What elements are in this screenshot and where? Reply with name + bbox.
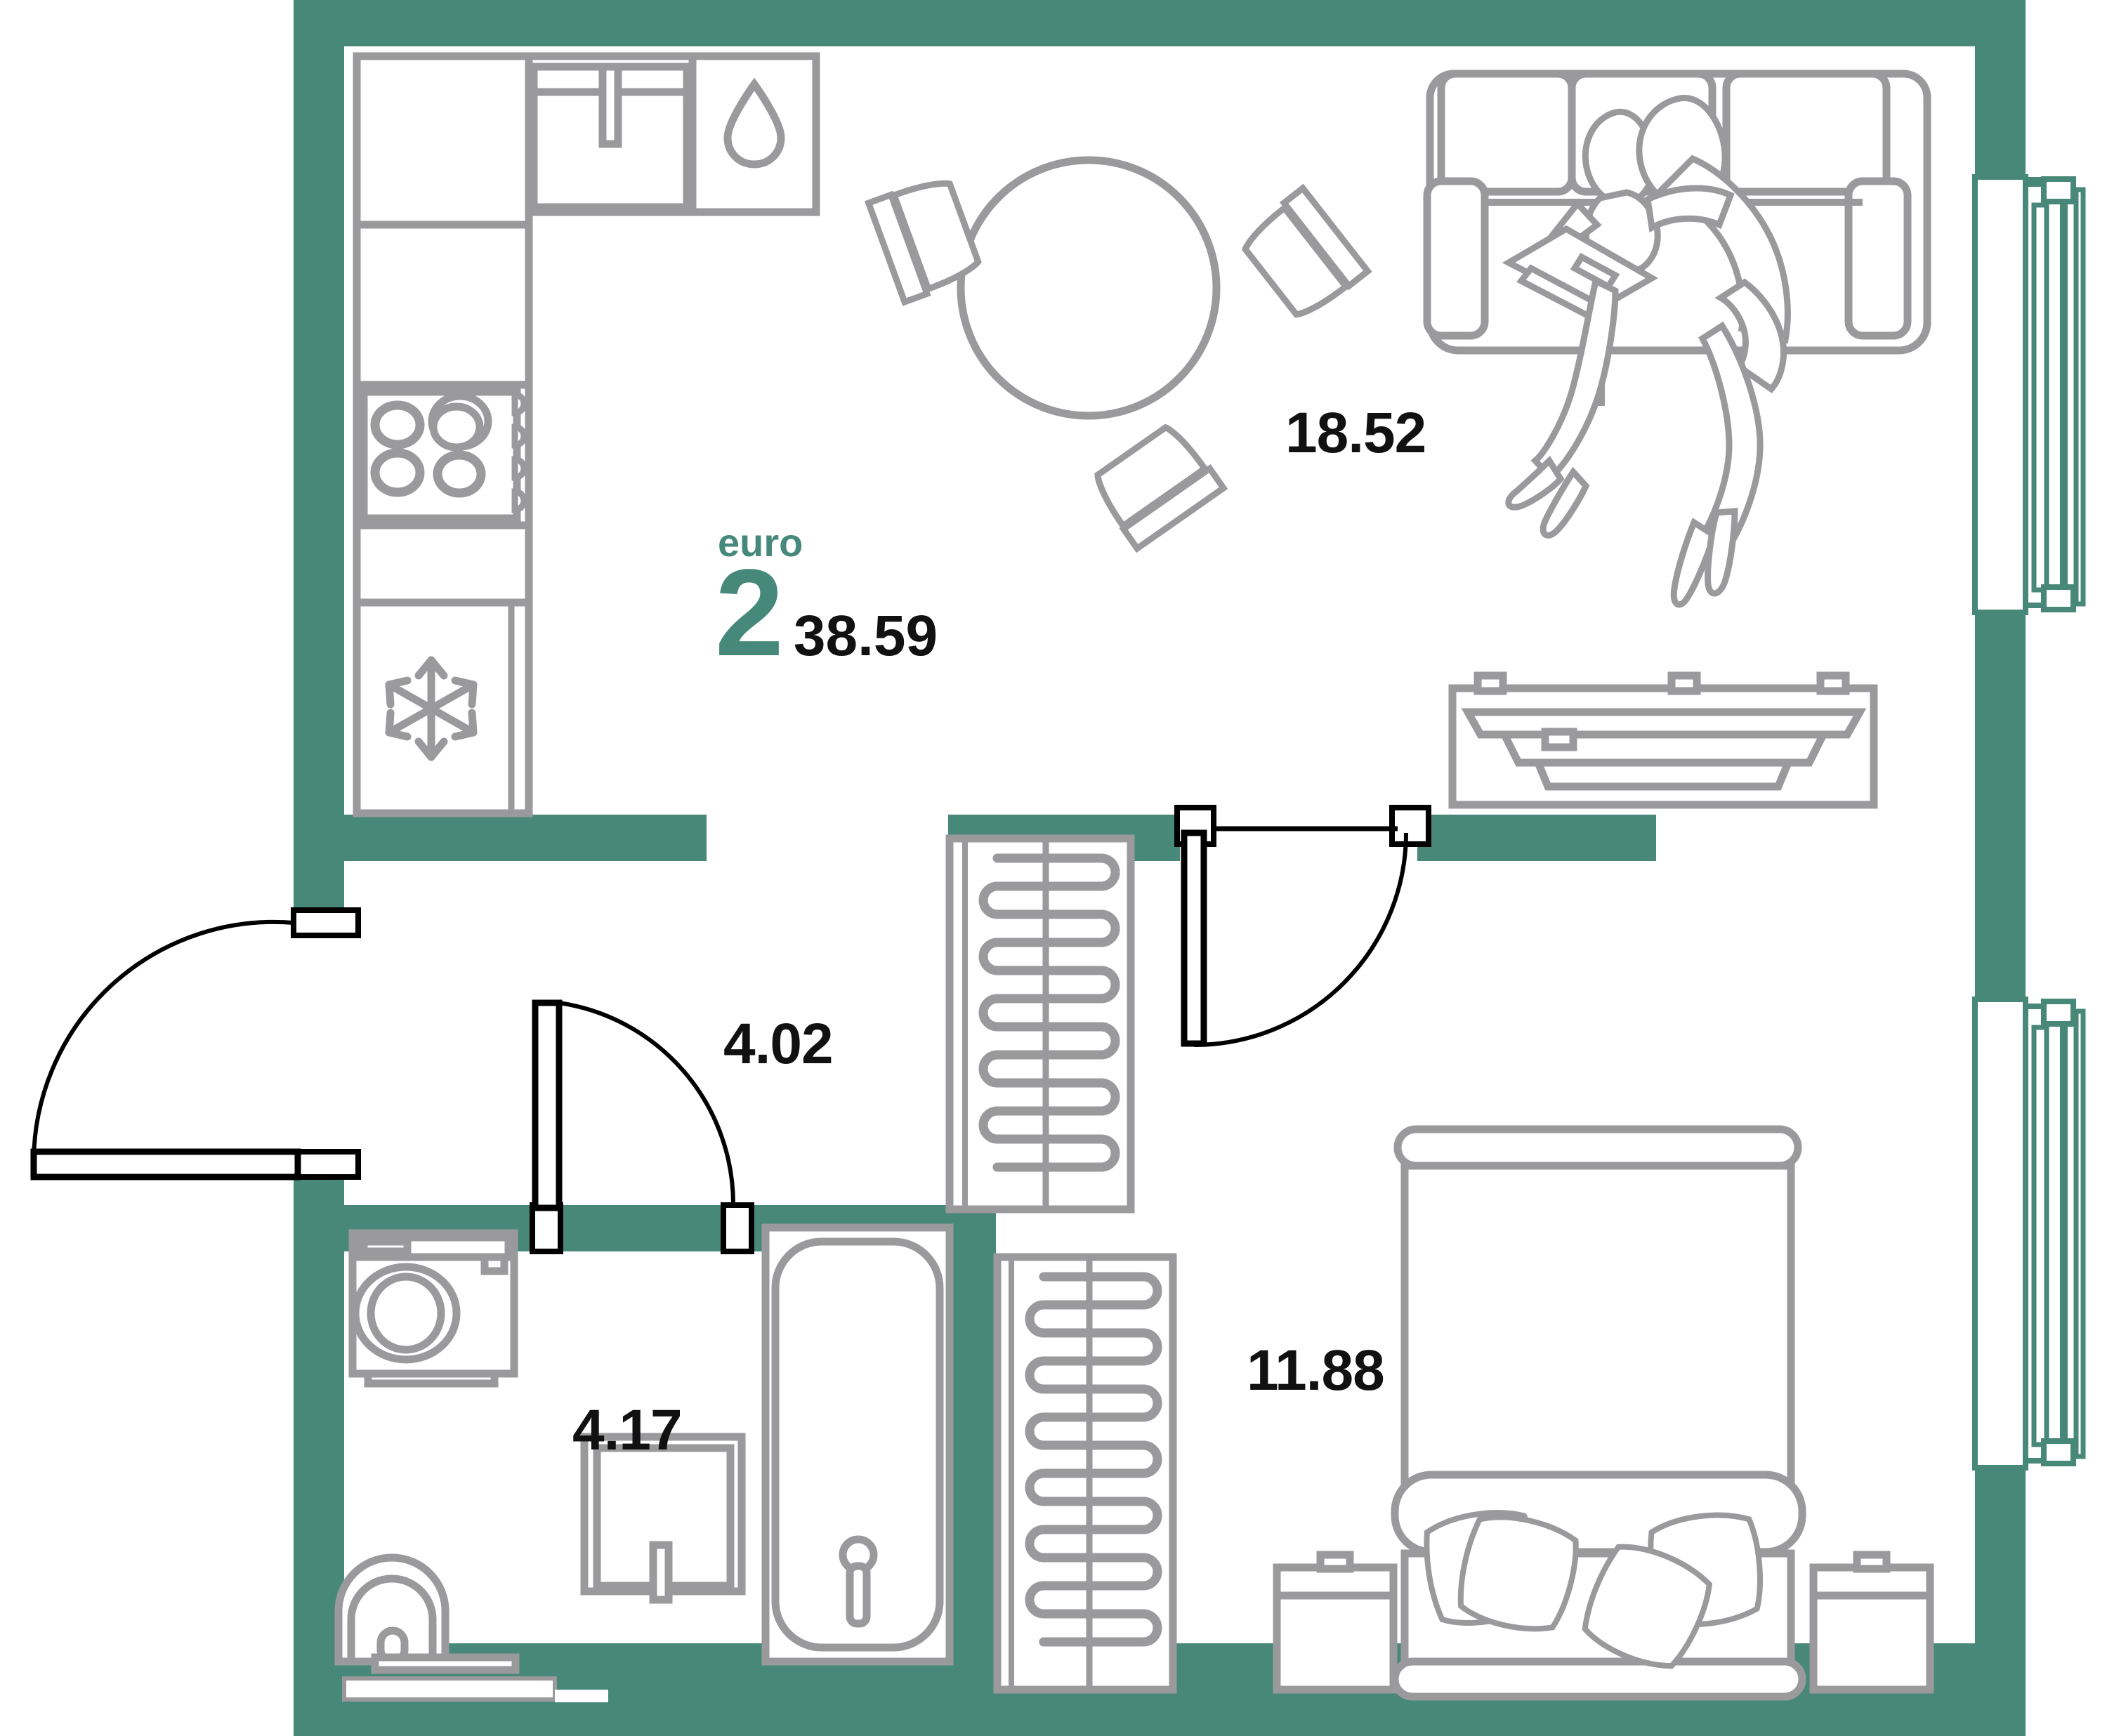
stove-knob-icon — [511, 488, 527, 513]
burner-icon — [370, 400, 425, 449]
wardrobe-hallway — [945, 834, 1135, 1214]
kitchen-base-cabinet — [353, 521, 533, 607]
stove-knob-icon — [511, 423, 527, 449]
wardrobe-bedroom — [993, 1253, 1177, 1694]
washing-machine — [348, 1229, 518, 1388]
area-label-bathroom: 4.17 — [572, 1398, 683, 1462]
burner-icon — [370, 448, 425, 497]
refrigerator — [353, 598, 533, 817]
stove-knob-icon — [511, 456, 527, 481]
room-count: 2 — [715, 544, 784, 682]
seated-people-reading — [1502, 95, 1791, 608]
brand-euro-label: euro — [718, 520, 803, 565]
dining-chair — [1238, 188, 1367, 322]
plan-summary-badge: euro 2 38.59 — [715, 520, 938, 682]
person-arm — [1644, 185, 1735, 232]
stove-cooktop — [353, 381, 533, 530]
toilet — [334, 1553, 520, 1674]
person-foot — [1505, 455, 1565, 511]
bed-headboard — [1393, 1125, 1802, 1170]
snowflake-icon — [385, 656, 478, 761]
person-foot — [1670, 518, 1718, 608]
area-label-bedroom: 11.88 — [1247, 1339, 1385, 1402]
wall-gap — [555, 1690, 608, 1702]
stove-knob-icon — [511, 391, 527, 416]
bathtub — [761, 1223, 954, 1666]
burner-icon — [433, 450, 486, 498]
total-area: 38.59 — [793, 604, 938, 668]
person-foot — [1540, 466, 1590, 539]
area-label-living: 18.52 — [1285, 401, 1426, 465]
balcony-door-lower[interactable] — [1972, 997, 2086, 1471]
entry-door[interactable] — [30, 907, 361, 1181]
balcony-door-upper[interactable] — [1972, 174, 2086, 615]
bathroom-sink — [580, 1433, 746, 1604]
kitchen-upper-cabinet — [353, 52, 533, 229]
kitchen-units — [353, 52, 820, 424]
nightstand — [1273, 1551, 1398, 1694]
bath-base-shelf — [342, 1676, 557, 1702]
area-label-hallway: 4.02 — [723, 1012, 834, 1076]
dining-chair — [1089, 420, 1223, 548]
burner-icon — [429, 402, 484, 452]
bathroom-door[interactable] — [530, 999, 754, 1254]
water-drop-icon — [723, 77, 785, 169]
person-foot — [1705, 508, 1738, 597]
tv-media-console — [1448, 671, 1878, 809]
nightstand — [1809, 1551, 1934, 1694]
dining-table-round — [957, 156, 1221, 420]
dining-set — [869, 156, 1368, 548]
bedroom-door[interactable] — [1174, 805, 1431, 1047]
